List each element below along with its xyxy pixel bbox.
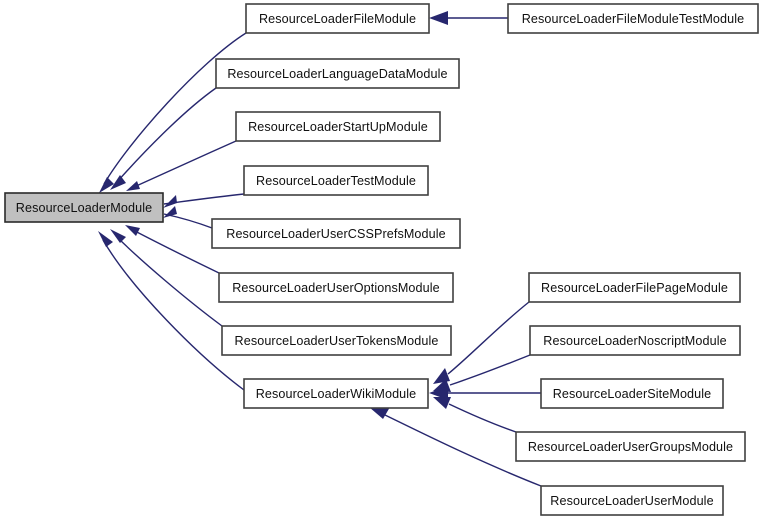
- class-node-resourceloaderusercssprefsmodule[interactable]: ResourceLoaderUserCSSPrefsModule: [211, 218, 461, 249]
- class-node-label: ResourceLoaderFileModuleTestModule: [522, 12, 745, 26]
- class-node-label: ResourceLoaderUserOptionsModule: [232, 281, 440, 295]
- class-node-box[interactable]: [221, 325, 452, 356]
- class-node-box[interactable]: [243, 378, 429, 409]
- inheritance-arrowhead-icon: [98, 231, 113, 247]
- class-node-box[interactable]: [218, 272, 454, 303]
- class-node-label: ResourceLoaderStartUpModule: [248, 120, 428, 134]
- edge-line: [102, 239, 245, 391]
- class-node-box[interactable]: [528, 272, 741, 303]
- class-node-resourceloaderfilemoduletestmodule[interactable]: ResourceLoaderFileModuleTestModule: [507, 3, 759, 34]
- class-node-label: ResourceLoaderNoscriptModule: [543, 334, 726, 348]
- inheritance-arrowhead-icon: [99, 177, 114, 193]
- class-node-resourceloaderuseroptionsmodule[interactable]: ResourceLoaderUserOptionsModule: [218, 272, 454, 303]
- inheritance-arrowhead-icon: [433, 368, 450, 384]
- class-node-box[interactable]: [540, 485, 724, 516]
- class-node-label: ResourceLoaderTestModule: [256, 174, 416, 188]
- inheritance-arrowhead-icon: [163, 195, 177, 208]
- edge-resourceloaderusertokensmodule-to-resourceloadermodule: [110, 229, 223, 327]
- class-node-label: ResourceLoaderModule: [16, 201, 152, 215]
- edge-resourceloadersitemodule-to-resourceloaderwikimodule: [429, 386, 541, 400]
- class-node-box[interactable]: [235, 111, 441, 142]
- edge-line: [115, 235, 223, 327]
- class-node-box[interactable]: [515, 431, 746, 462]
- class-node-label: ResourceLoaderUserTokensModule: [235, 334, 439, 348]
- class-node-resourceloaderwikimodule[interactable]: ResourceLoaderWikiModule: [243, 378, 429, 409]
- edge-resourceloaderusercssprefsmodule-to-resourceloadermodule: [163, 206, 213, 229]
- class-node-box[interactable]: [540, 378, 724, 409]
- edge-line: [163, 213, 213, 229]
- class-node-resourceloadernoscriptmodule[interactable]: ResourceLoaderNoscriptModule: [529, 325, 741, 356]
- edge-line: [449, 354, 531, 386]
- class-node-label: ResourceLoaderLanguageDataModule: [227, 67, 447, 81]
- class-node-resourceloaderusertokensmodule[interactable]: ResourceLoaderUserTokensModule: [221, 325, 452, 356]
- class-node-label: ResourceLoaderFileModule: [259, 12, 416, 26]
- class-node-resourceloadermodule[interactable]: ResourceLoaderModule: [4, 192, 164, 223]
- edge-resourceloaderstartupmodule-to-resourceloadermodule: [126, 140, 237, 191]
- class-node-label: ResourceLoaderWikiModule: [256, 387, 417, 401]
- edge-line: [116, 87, 217, 183]
- inheritance-arrowhead-icon: [429, 11, 448, 25]
- class-node-resourceloaderusermodule[interactable]: ResourceLoaderUserModule: [540, 485, 724, 516]
- edge-resourceloaderuseroptionsmodule-to-resourceloadermodule: [125, 225, 220, 274]
- edge-line: [448, 403, 517, 433]
- class-node-resourceloadertestmodule[interactable]: ResourceLoaderTestModule: [243, 165, 429, 196]
- edge-resourceloadertestmodule-to-resourceloadermodule: [163, 193, 245, 208]
- class-node-resourceloaderusergroupsmodule[interactable]: ResourceLoaderUserGroupsModule: [515, 431, 746, 462]
- edge-line: [103, 32, 247, 185]
- inheritance-arrowhead-icon: [433, 397, 451, 409]
- class-node-label: ResourceLoaderUserGroupsModule: [528, 440, 733, 454]
- edge-resourceloaderfilemodule-to-resourceloadermodule: [99, 32, 247, 193]
- inheritance-arrowhead-icon: [429, 386, 448, 400]
- class-node-resourceloaderfilemodule[interactable]: ResourceLoaderFileModule: [245, 3, 430, 34]
- edge-line: [384, 414, 542, 487]
- edge-line: [447, 301, 530, 375]
- class-node-label: ResourceLoaderUserModule: [550, 494, 713, 508]
- edge-resourceloaderfilemoduletestmodule-to-resourceloaderfilemodule: [429, 11, 508, 25]
- class-node-resourceloadersitemodule[interactable]: ResourceLoaderSiteModule: [540, 378, 724, 409]
- inheritance-arrowhead-icon: [125, 225, 140, 236]
- inheritance-arrowhead-icon: [369, 407, 390, 419]
- edges-layer: [98, 11, 542, 487]
- inheritance-arrowhead-icon: [110, 175, 126, 190]
- inheritance-arrowhead-icon: [126, 181, 140, 191]
- edge-resourceloaderusergroupsmodule-to-resourceloaderwikimodule: [433, 397, 517, 433]
- edge-resourceloaderusermodule-to-resourceloaderwikimodule: [369, 407, 542, 487]
- inheritance-arrowhead-icon: [163, 206, 177, 218]
- class-node-label: ResourceLoaderFilePageModule: [541, 281, 728, 295]
- class-node-box[interactable]: [215, 58, 460, 89]
- class-node-box[interactable]: [243, 165, 429, 196]
- class-node-box[interactable]: [529, 325, 741, 356]
- class-node-resourceloaderstartupmodule[interactable]: ResourceLoaderStartUpModule: [235, 111, 441, 142]
- inheritance-arrowhead-icon: [110, 229, 126, 243]
- nodes-layer: ResourceLoaderModule ResourceLoaderFileMo…: [4, 3, 759, 516]
- edge-line: [130, 228, 220, 274]
- class-node-box[interactable]: [507, 3, 759, 34]
- class-node-label: ResourceLoaderUserCSSPrefsModule: [226, 227, 446, 241]
- class-node-box[interactable]: [211, 218, 461, 249]
- edge-resourceloaderlanguagedatamodule-to-resourceloadermodule: [110, 87, 217, 190]
- edge-line: [133, 140, 237, 188]
- class-node-resourceloaderfilepagemodule[interactable]: ResourceLoaderFilePageModule: [528, 272, 741, 303]
- class-node-label: ResourceLoaderSiteModule: [553, 387, 712, 401]
- class-node-box[interactable]: [4, 192, 164, 223]
- edge-resourceloaderwikimodule-to-resourceloadermodule: [98, 231, 245, 391]
- class-node-box[interactable]: [245, 3, 430, 34]
- class-node-resourceloaderlanguagedatamodule[interactable]: ResourceLoaderLanguageDataModule: [215, 58, 460, 89]
